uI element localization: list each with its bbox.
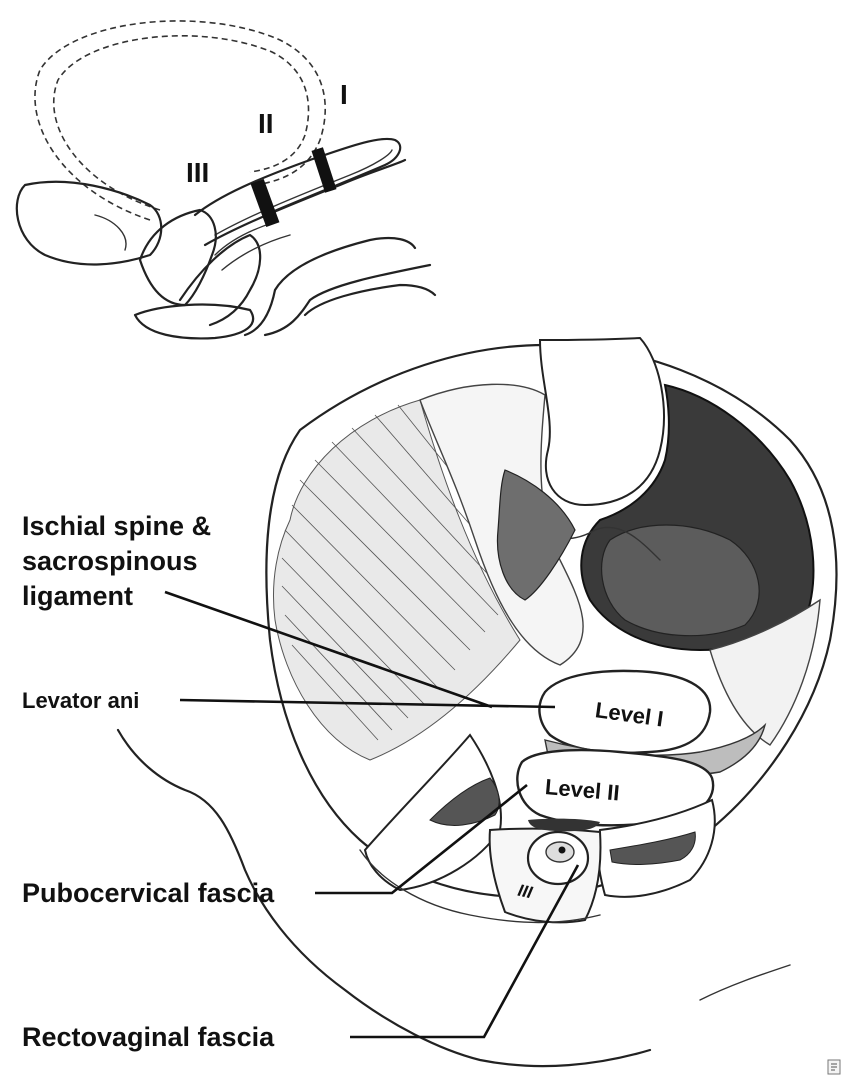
anal-ring-center xyxy=(559,847,566,854)
cervix-mass xyxy=(540,338,664,505)
inset-symphysis-shape xyxy=(17,182,161,265)
label-pubocervical-fascia: Pubocervical fascia xyxy=(22,878,275,908)
label-ischial-spine-line2: sacrospinous xyxy=(22,546,198,576)
inset-dashed-outline-outer xyxy=(35,21,325,220)
inset-perineum-mid xyxy=(180,235,260,325)
label-rectovaginal-fascia: Rectovaginal fascia xyxy=(22,1022,275,1052)
outer-skin-outline-right xyxy=(700,965,790,1000)
inset-perineum-left xyxy=(140,210,216,305)
inset-level-i-bar xyxy=(311,147,336,193)
inset-level-iii-label: III xyxy=(186,157,209,188)
inset-sagittal-diagram: I II III xyxy=(17,21,435,338)
label-ischial-spine-line3: ligament xyxy=(22,581,133,611)
inset-level-ii-label: II xyxy=(258,108,274,139)
inset-anal-curve xyxy=(305,285,435,315)
label-ischial-spine-line1: Ischial spine & xyxy=(22,511,211,541)
inset-rectum-lower xyxy=(265,265,430,335)
inset-vaginal-tube-lower xyxy=(205,160,405,245)
page-corner-icon xyxy=(828,1060,840,1074)
anatomy-labels: Ischial spine & sacrospinous ligament Le… xyxy=(22,511,275,1052)
inset-symphysis-inner xyxy=(95,215,126,250)
label-levator-ani: Levator ani xyxy=(22,688,139,713)
inset-level-i-label: I xyxy=(340,79,348,110)
inset-vaginal-tube-upper xyxy=(195,139,400,215)
